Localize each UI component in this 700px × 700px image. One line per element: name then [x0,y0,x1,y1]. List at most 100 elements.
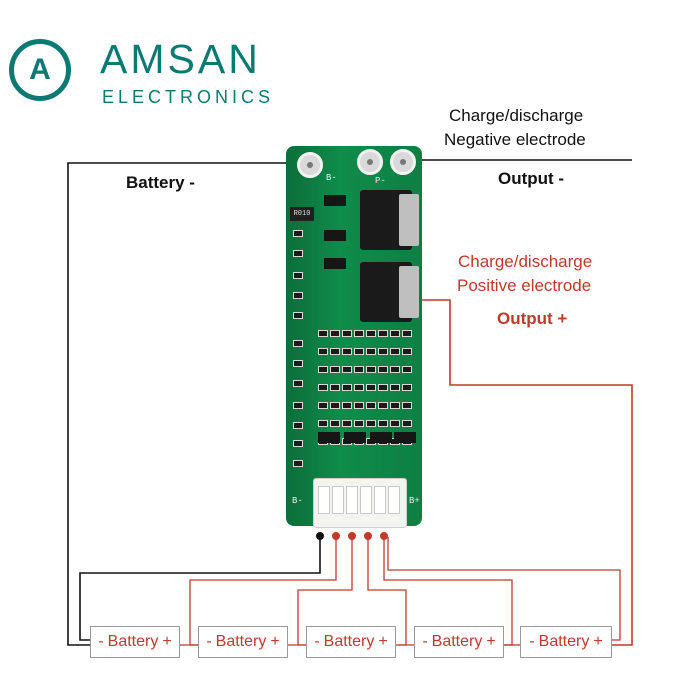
pad-label-p: P- [375,176,386,186]
smd-component [390,348,400,355]
smd-component [318,420,328,427]
battery-plus-terminal: + [378,633,388,650]
mosfet-2-tab [399,266,419,318]
battery-cell: - Battery + [520,626,612,658]
smd-component [378,366,388,373]
smd-component [366,384,376,391]
smd-component [354,420,364,427]
battery-minus-label: Battery - [126,173,195,192]
smd-component [378,330,388,337]
battery-cell-label: Battery [323,633,375,650]
smd-component [293,360,303,367]
smd-component [390,384,400,391]
small-ic [324,258,346,269]
battery-cell-label: Battery [107,633,159,650]
battery-minus-terminal: - [314,633,320,650]
wire-dot-black [316,532,324,540]
output-plus-label: Output + [497,309,568,328]
smd-component [293,272,303,279]
smd-component [330,402,340,409]
mosfet-1-tab [399,194,419,246]
balance-wire-b5 [387,537,621,641]
battery-cell: - Battery + [198,626,288,658]
wire-dot-red-1 [332,532,340,540]
smd-component [293,402,303,409]
smd-component [366,420,376,427]
smd-component [318,366,328,373]
smd-component [293,230,303,237]
connector-label-left: B- [292,496,303,506]
smd-component [354,366,364,373]
negative-electrode-line2: Negative electrode [444,130,586,149]
battery-minus-terminal: - [206,633,212,650]
smd-component [342,330,352,337]
smd-component [390,330,400,337]
smd-component [354,348,364,355]
output-plus-wire [415,299,633,646]
smd-component [318,330,328,337]
smd-component [354,330,364,337]
smd-component [402,348,412,355]
smd-component [293,312,303,319]
smd-component [402,384,412,391]
protection-ic [344,432,366,443]
protection-ic [394,432,416,443]
smd-component [378,348,388,355]
smd-component [342,348,352,355]
battery-cell: - Battery + [90,626,180,658]
smd-component [293,292,303,299]
smd-component [402,402,412,409]
wire-dot-red-2 [348,532,356,540]
smd-component [342,384,352,391]
connector-pin [332,486,344,514]
battery-cell-label: Battery [538,633,590,650]
battery-minus-terminal: - [529,633,535,650]
smd-component [366,348,376,355]
battery-cell: - Battery + [306,626,396,658]
small-ic [324,195,346,206]
connector-label-right: B+ [409,496,420,506]
smd-component [402,420,412,427]
smd-component [378,402,388,409]
smd-component [293,250,303,257]
smd-component [342,366,352,373]
battery-minus-terminal: - [98,633,104,650]
smd-component [293,422,303,429]
smd-component [366,366,376,373]
logo-emblem-letter: A [29,53,51,86]
smd-component [342,420,352,427]
wire-dot-red-3 [364,532,372,540]
shunt-resistor: R010 [290,207,314,221]
smd-component [293,380,303,387]
smd-component [366,402,376,409]
battery-cell: - Battery + [414,626,504,658]
smd-component [378,420,388,427]
smd-component [354,402,364,409]
smd-component [330,330,340,337]
smd-component [390,366,400,373]
battery-plus-terminal: + [270,633,280,650]
battery-cell-label: Battery [215,633,267,650]
battery-cell-label: Battery [431,633,483,650]
battery-plus-terminal: + [593,633,603,650]
smd-component [318,348,328,355]
smd-component [293,440,303,447]
pad-label-b: B- [326,173,337,183]
logo-name: AMSAN [100,36,261,82]
connector-pin [318,486,330,514]
protection-ic [318,432,340,443]
logo-subtitle: ELECTRONICS [102,87,275,107]
smd-component [390,402,400,409]
smd-component [293,460,303,467]
battery-plus-terminal: + [486,633,496,650]
balance-wire-b0 [79,537,321,641]
smd-component [330,348,340,355]
connector-pin [346,486,358,514]
smd-component [378,384,388,391]
output-minus-pad-1 [357,149,383,175]
battery-minus-wire [67,162,310,646]
smd-component [366,330,376,337]
smd-component [330,420,340,427]
